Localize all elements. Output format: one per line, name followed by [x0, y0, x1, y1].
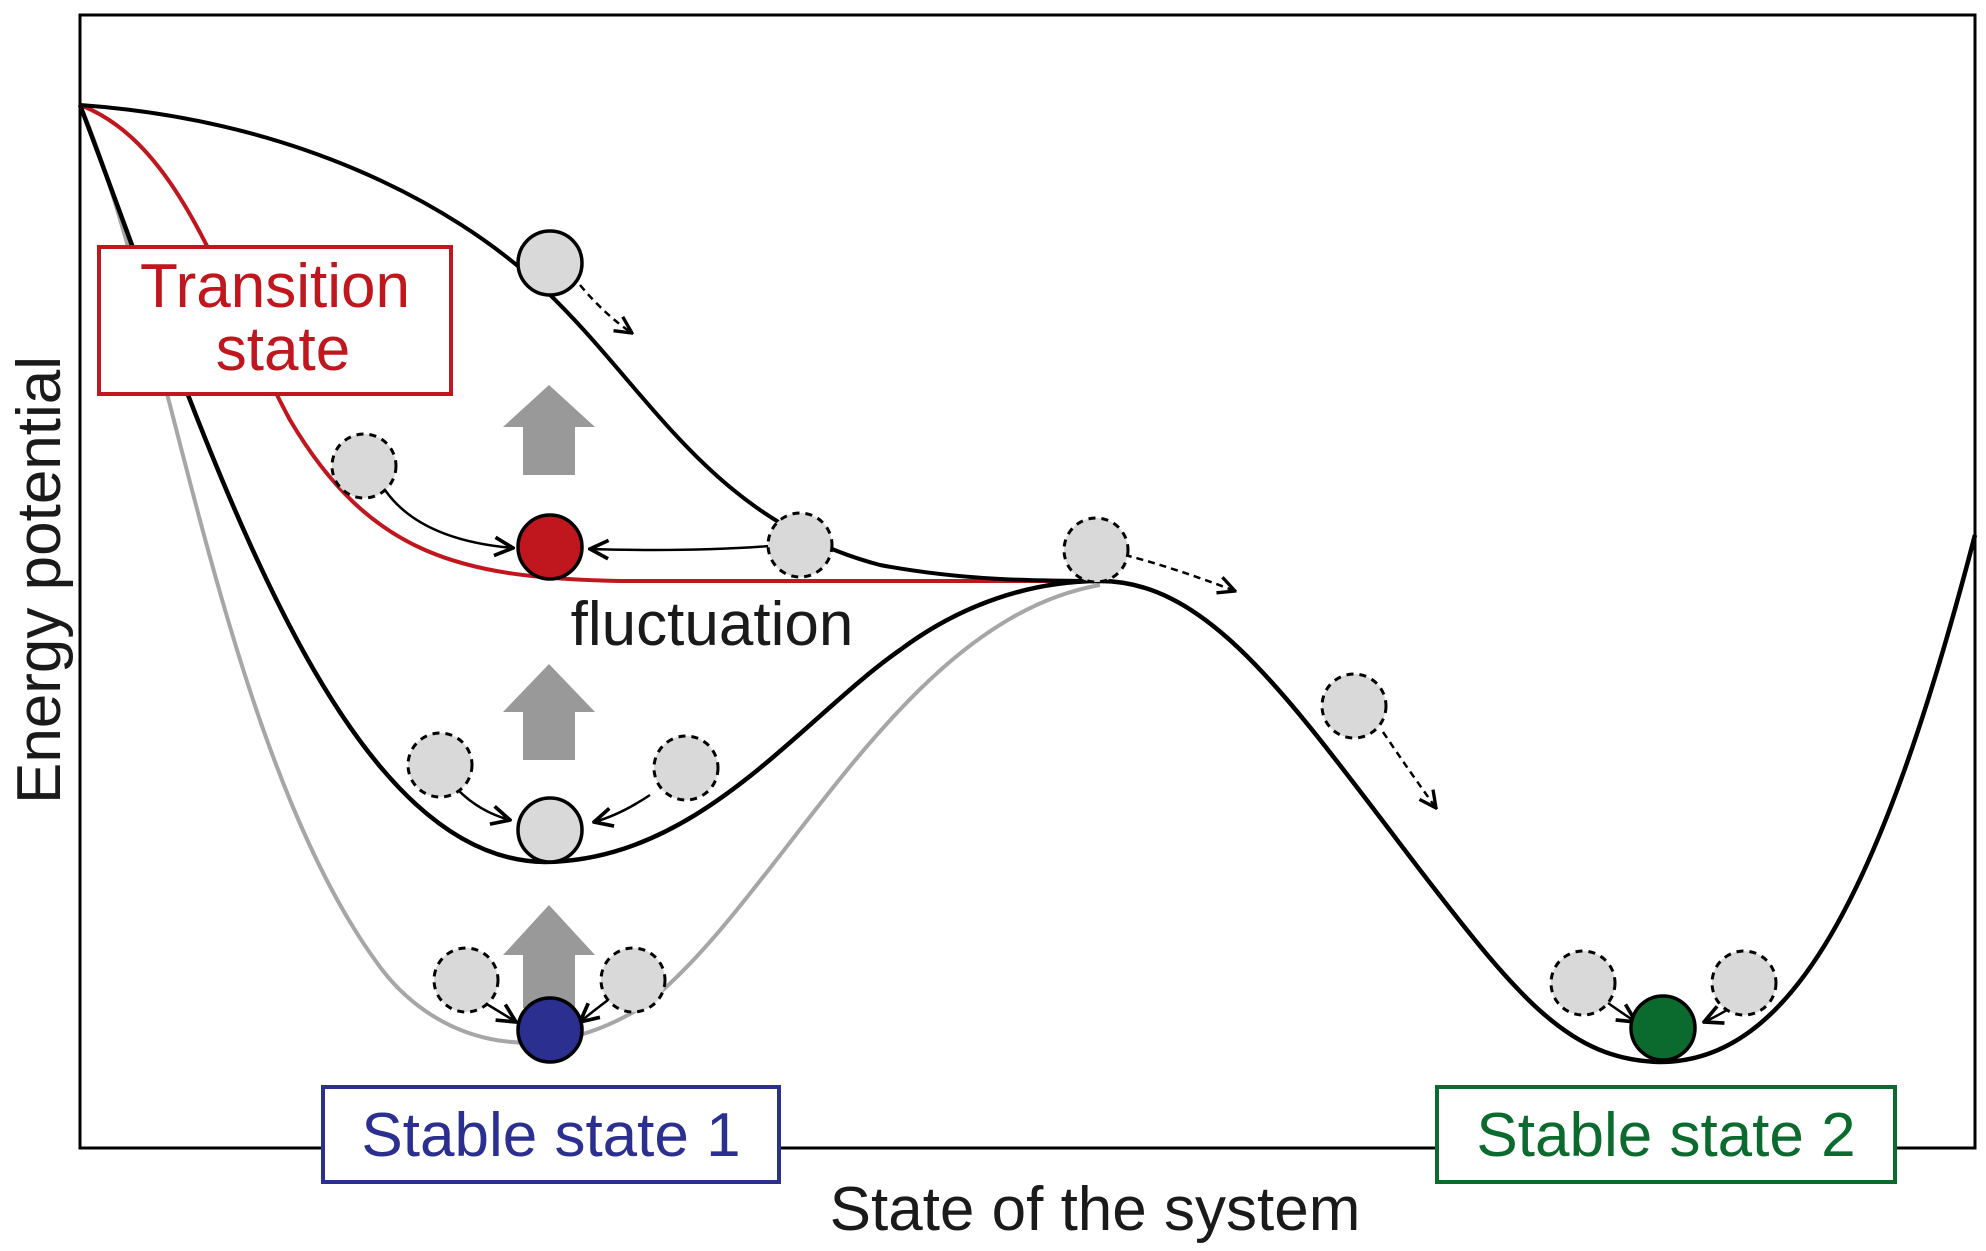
drift-arrow-slope	[1381, 731, 1436, 808]
ball-dashed-saddle	[1062, 516, 1130, 584]
ball-dashed-green-right	[1710, 949, 1778, 1017]
plot-frame	[78, 13, 1977, 1150]
fluct-arrow-bottom-right	[580, 999, 609, 1022]
drift-arrow-saddle	[1124, 553, 1235, 591]
ball-transition-red	[516, 513, 584, 581]
ball-dashed-top-right	[766, 511, 834, 579]
black-upper-curve	[79, 103, 1101, 583]
transition-state-box	[97, 245, 453, 396]
ball-gray-top	[516, 229, 584, 297]
gray-low-curve	[78, 104, 1101, 1045]
ball-dashed-bottom-left	[432, 946, 500, 1014]
fluct-arrow-mid-left	[457, 789, 510, 820]
fluctuation-label: fluctuation	[571, 590, 854, 659]
transition-state-label-line2: state	[216, 315, 350, 384]
fluct-arrow-top-right	[590, 546, 771, 550]
ball-dashed-top-left	[330, 432, 398, 500]
ball-stable2-green	[1629, 994, 1697, 1062]
stable-state-2-label: Stable state 2	[1476, 1101, 1855, 1170]
ball-dashed-bottom-right	[599, 946, 667, 1014]
up-arrow-top	[503, 385, 595, 475]
ball-dashed-mid-left	[406, 731, 474, 799]
ball-dashed-green-left	[1549, 949, 1617, 1017]
stable-state-1-label: Stable state 1	[361, 1101, 740, 1170]
transition-state-label-line1: Transition	[140, 252, 410, 321]
stable-state-1-box	[321, 1085, 781, 1184]
up-arrow-middle	[503, 664, 595, 760]
stable-state-2-box	[1435, 1085, 1897, 1184]
fluct-arrow-mid-right	[594, 793, 651, 822]
fluct-arrow-top-left	[383, 489, 513, 548]
ball-dashed-slope	[1320, 672, 1388, 740]
y-axis-label: Energy potential	[5, 356, 74, 804]
ball-gray-middle	[516, 796, 584, 864]
up-arrow-bottom	[503, 905, 595, 1008]
red-transition-curve	[79, 103, 1100, 583]
ball-stable1-blue	[516, 996, 584, 1064]
drift-arrow-top	[579, 284, 632, 333]
x-axis-label: State of the system	[830, 1175, 1361, 1244]
ball-dashed-mid-right	[652, 734, 720, 802]
